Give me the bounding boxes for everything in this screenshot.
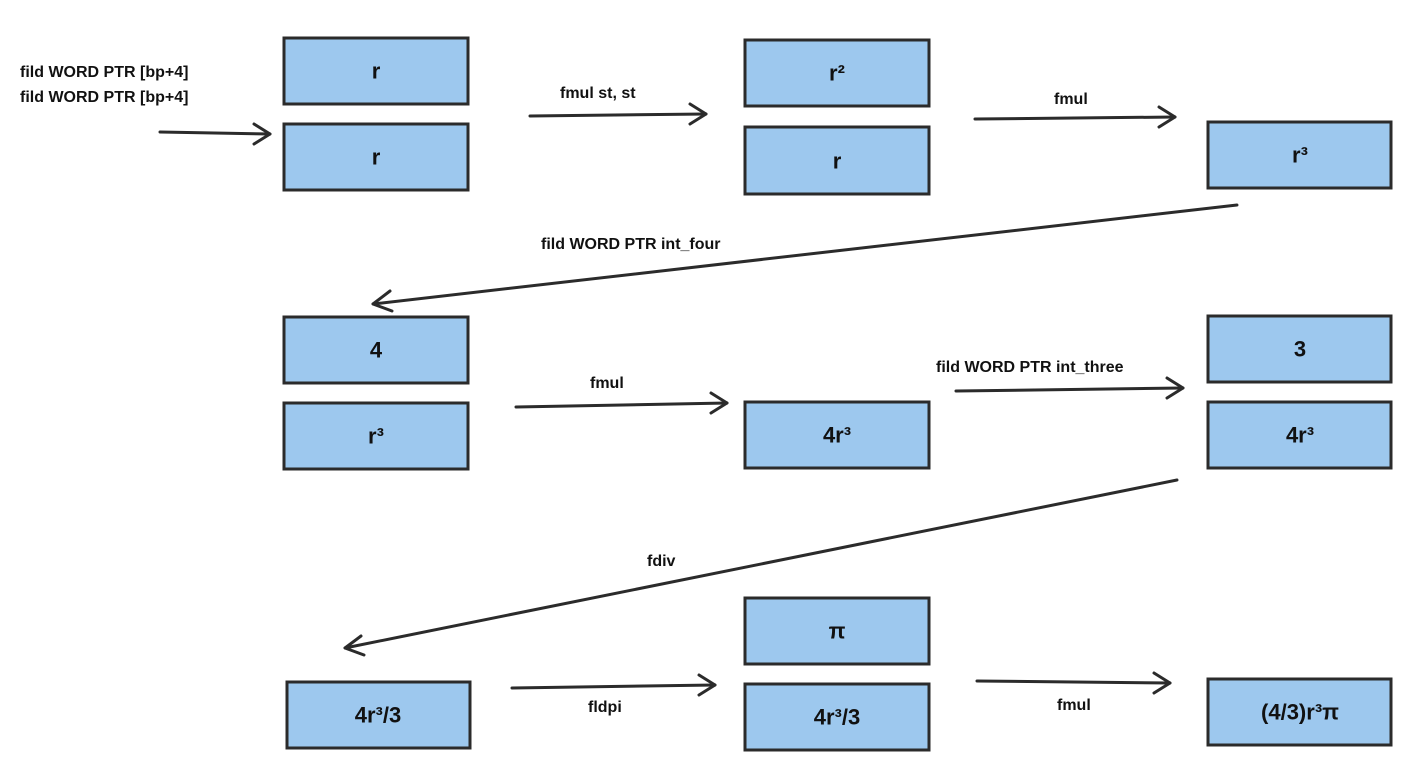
stack-4-top-box: 4 (282, 315, 470, 385)
label-fild-three: fild WORD PTR int_three (936, 359, 1124, 376)
stack-2-top-box: r² (743, 38, 931, 108)
label-start-2: fild WORD PTR [bp+4] (20, 89, 188, 106)
arrow-fmul-c (975, 671, 1172, 695)
stack-1-top-value: r (372, 59, 381, 84)
stack-2-bottom-box: r (743, 125, 931, 196)
label-fmul-c: fmul (1057, 697, 1091, 714)
stack-6-top-value: 3 (1294, 337, 1306, 362)
stack-3-top-box: r³ (1206, 120, 1393, 190)
stack-6-bottom-value: 4r³ (1286, 423, 1314, 448)
label-fild-four: fild WORD PTR int_four (541, 236, 721, 253)
stack-2-top-value: r² (829, 61, 845, 86)
stack-1-bottom-value: r (372, 145, 381, 170)
stack-6-top-box: 3 (1206, 314, 1393, 384)
stack-7-top-box: 4r³/3 (285, 680, 472, 750)
stack-5-top-value: 4r³ (823, 423, 851, 448)
stack-8-bottom-box: 4r³/3 (743, 682, 931, 752)
stack-8-top-value: π (829, 619, 846, 644)
arrow-fmul-a (973, 105, 1177, 129)
arrow-fmul-b (514, 391, 729, 415)
stack-4-top-value: 4 (370, 338, 383, 363)
stack-9-top-value: (4/3)r³π (1261, 700, 1339, 725)
stack-1-bottom-box: r (282, 122, 470, 192)
label-fmul-b: fmul (590, 375, 624, 392)
arrow-fldpi (510, 673, 717, 697)
label-start-1: fild WORD PTR [bp+4] (20, 64, 188, 81)
stack-5-top-box: 4r³ (743, 400, 931, 470)
stack-4-bottom-value: r³ (368, 424, 384, 449)
stack-8-bottom-value: 4r³/3 (814, 705, 860, 730)
stack-4-bottom-box: r³ (282, 401, 470, 471)
stack-9-top-box: (4/3)r³π (1206, 677, 1393, 747)
arrow-fdiv (343, 478, 1179, 657)
label-fdiv: fdiv (647, 553, 676, 570)
stack-6-bottom-box: 4r³ (1206, 400, 1393, 470)
arrow-fmul-st (528, 102, 708, 126)
stack-2-bottom-value: r (833, 149, 842, 174)
label-fmul-st: fmul st, st (560, 85, 636, 102)
arrow-fild-four (371, 203, 1239, 313)
stack-1-top-box: r (282, 36, 470, 106)
label-fmul-a: fmul (1054, 91, 1088, 108)
stack-3-top-value: r³ (1292, 143, 1308, 168)
arrow-fild-three (954, 376, 1185, 400)
label-fldpi: fldpi (588, 699, 622, 716)
stack-8-top-box: π (743, 596, 931, 666)
stack-7-top-value: 4r³/3 (355, 703, 401, 728)
arrow-start (158, 122, 272, 146)
